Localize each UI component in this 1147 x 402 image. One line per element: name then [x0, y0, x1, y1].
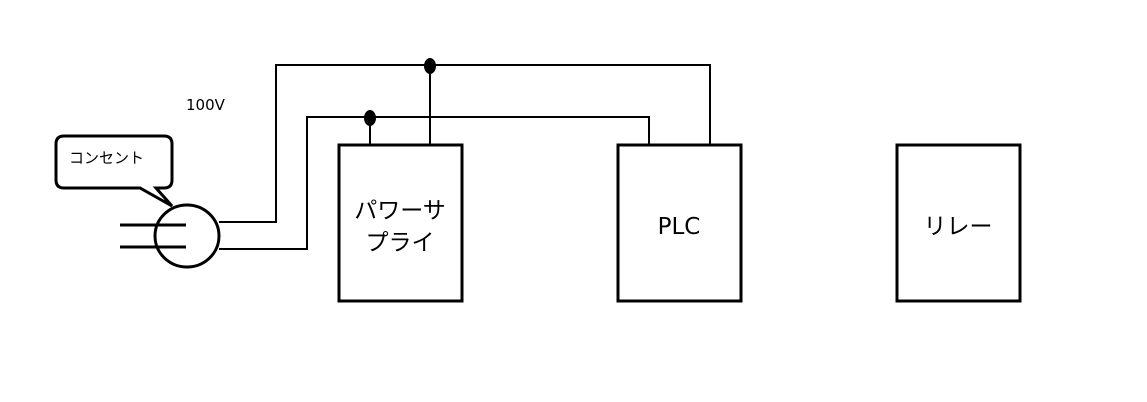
outlet-circle [153, 203, 221, 269]
junction-dot-lower [364, 110, 376, 126]
power-supply-label-line1: パワーサ [354, 198, 446, 224]
callout-text: コンセント [69, 149, 144, 167]
relay-label: リレー [924, 214, 993, 240]
relay-box [895, 143, 1022, 303]
wire-lower [219, 116, 650, 250]
power-supply-box [337, 143, 464, 303]
plc-box [616, 143, 743, 303]
outlet-symbol [120, 203, 221, 269]
plc-label: PLC [658, 214, 701, 240]
callout-bubble [54, 134, 174, 208]
power-supply-label-line2: プライ [366, 230, 435, 256]
voltage-label: 100V [186, 96, 226, 114]
power-supply-block: パワーサ プライ [337, 143, 464, 303]
wire-upper [219, 64, 711, 223]
relay-block: リレー [895, 143, 1022, 303]
outlet-callout: コンセント [54, 134, 174, 208]
junction-dot-upper [424, 58, 436, 74]
plc-block: PLC [616, 143, 743, 303]
